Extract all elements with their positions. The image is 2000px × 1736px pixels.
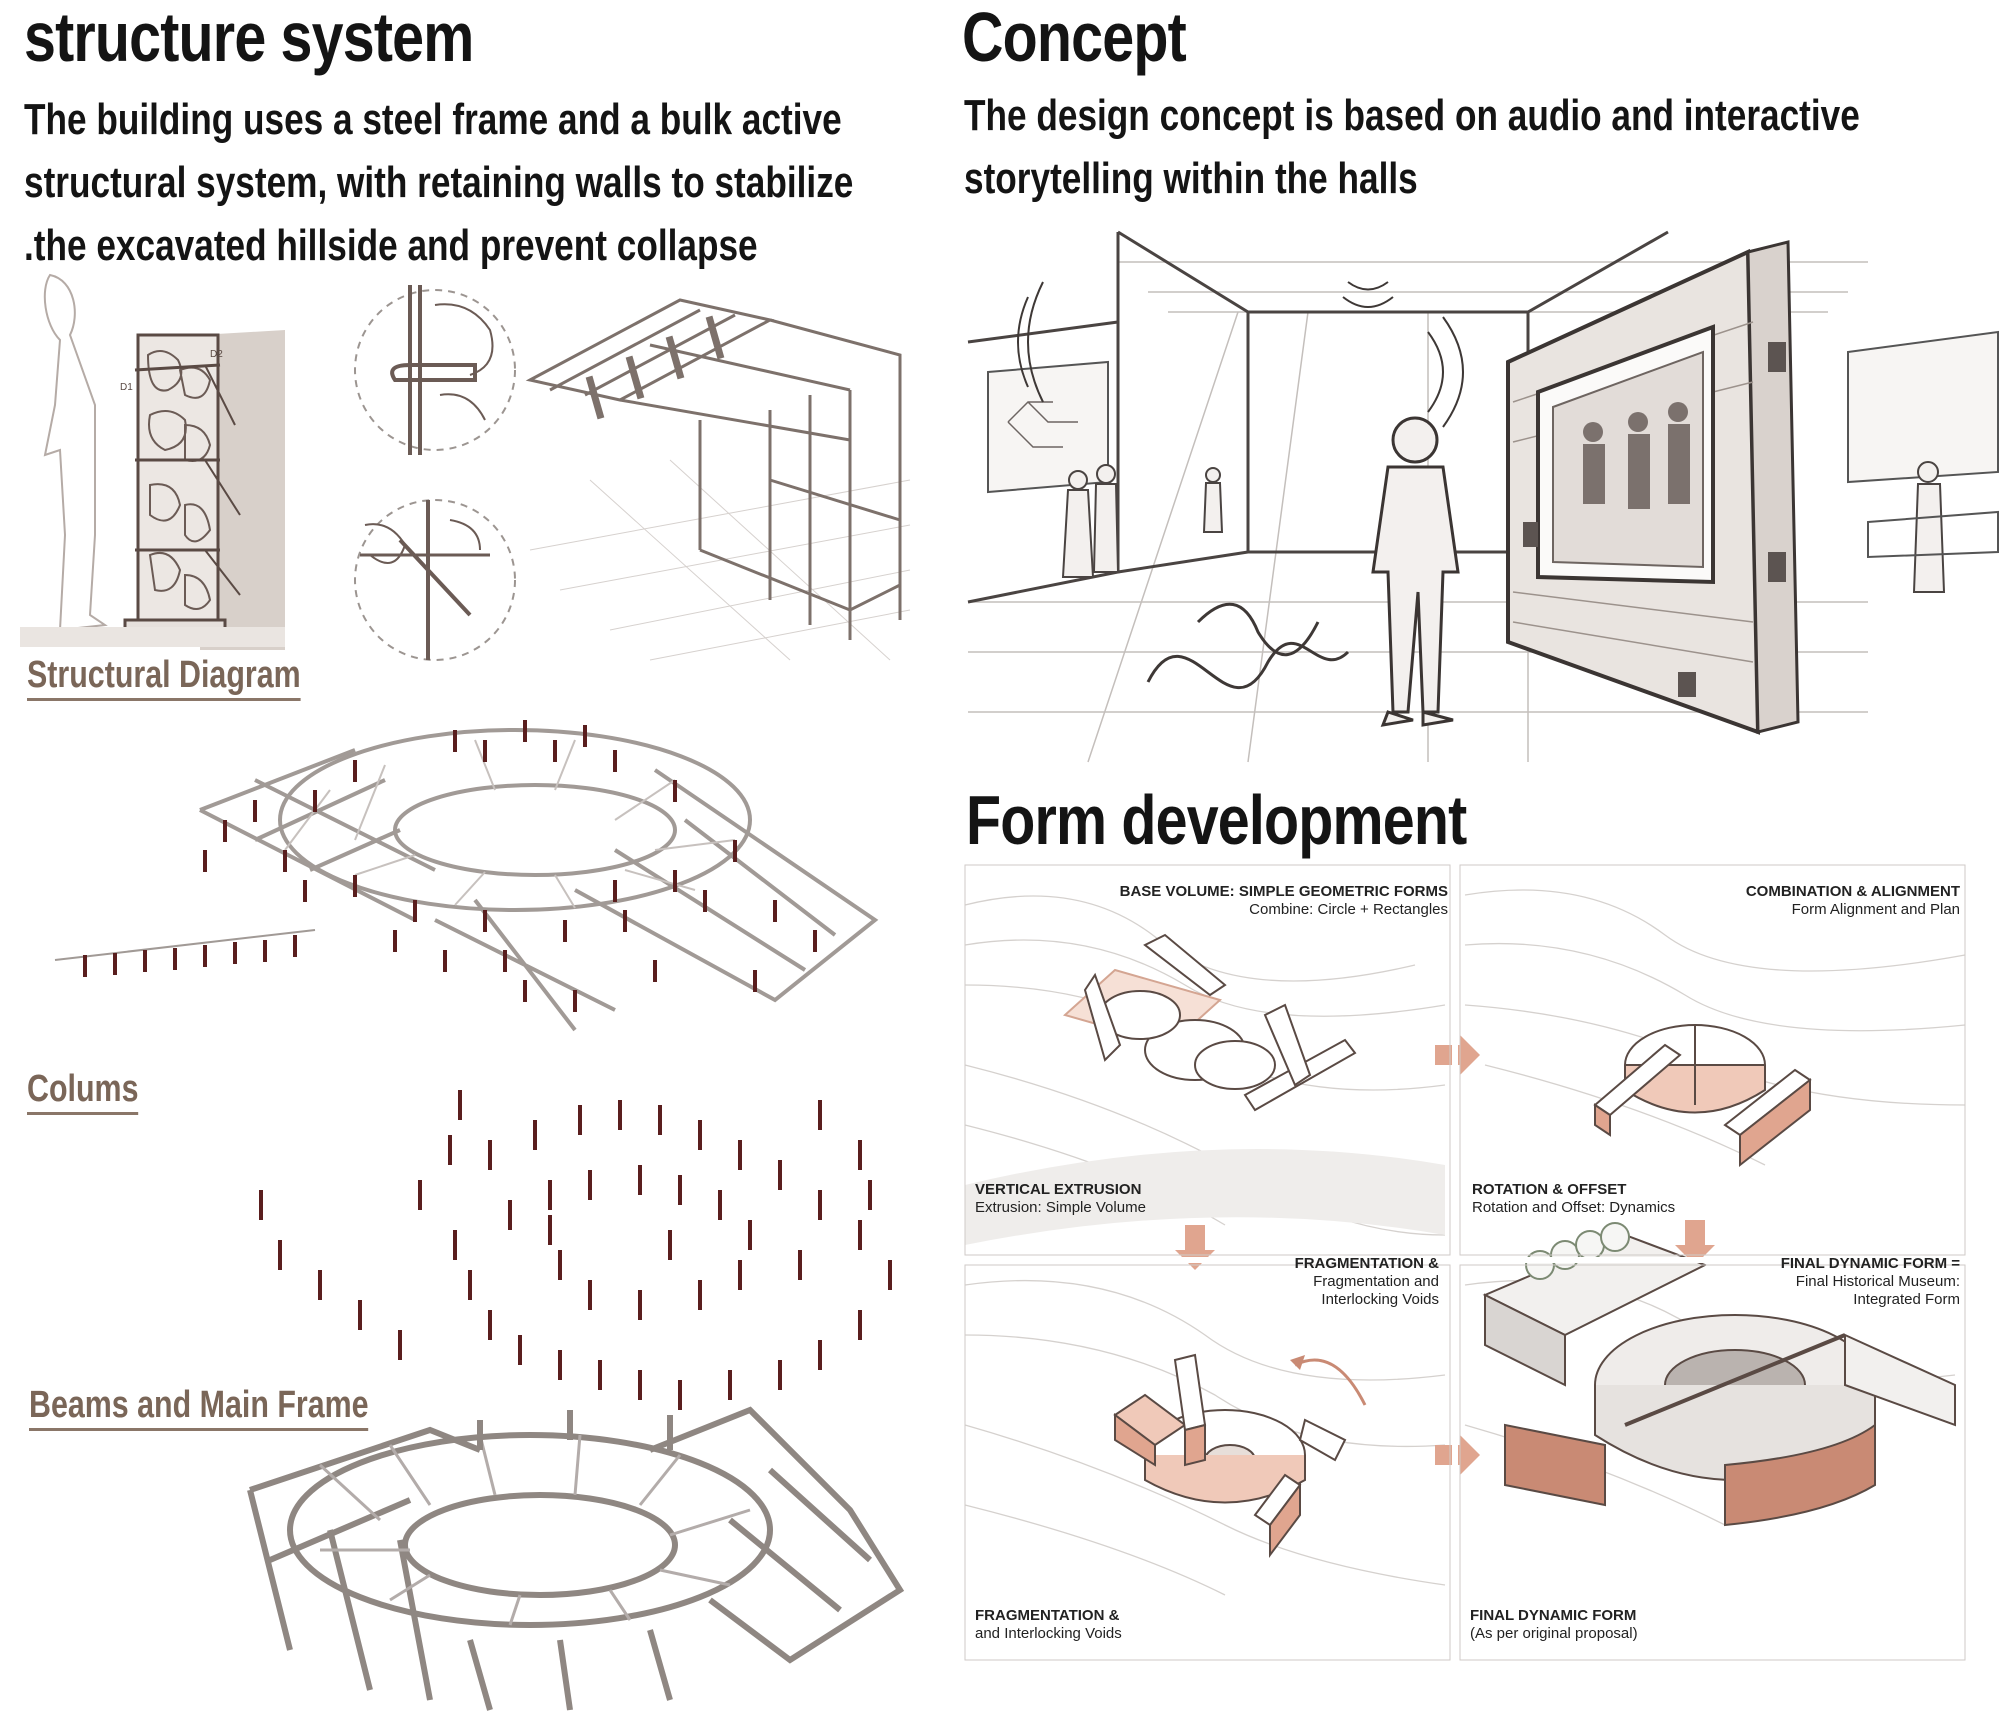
concept-line-1: The design concept is based on audio and… (964, 91, 1860, 140)
panel-base-volume-title: BASE VOLUME: SIMPLE GEOMETRIC FORMS (1119, 883, 1448, 900)
columns-diagram (259, 1090, 892, 1410)
connection-detail-circles (354, 285, 516, 661)
panel-combination-sub: Form Alignment and Plan (1791, 901, 1960, 918)
panel-final-form-sub1: Final Historical Museum: (1795, 1273, 1960, 1290)
concept-line-2: storytelling within the halls (964, 154, 1418, 203)
columns-label: Colums (27, 1070, 139, 1115)
structural-diagram-label: Structural Diagram (27, 656, 301, 701)
steel-wall-frame (525, 298, 911, 661)
detail-mark-d2: D2 (210, 349, 223, 360)
structure-line-3: .the excavated hillside and prevent coll… (24, 221, 758, 270)
panel-fragmentation-bottom-sub: and Interlocking Voids (975, 1625, 1122, 1642)
panel-extrusion-label: VERTICAL EXTRUSION Extrusion: Simple Vol… (975, 1181, 1146, 1217)
panel-combination-title: COMBINATION & ALIGNMENT (1745, 883, 1960, 900)
panel-final-form-title: FINAL DYNAMIC FORM = (1780, 1255, 1960, 1272)
structure-title: structure system (24, 0, 474, 76)
concept-hall-sketch (967, 230, 1999, 763)
concept-title: Concept (962, 0, 1187, 76)
detail-mark-d1: D1 (120, 382, 133, 393)
panel-final-form-sub2: Integrated Form (1853, 1291, 1960, 1308)
panel-fragmentation-label: FRAGMENTATION & Fragmentation and Interl… (1295, 1255, 1439, 1309)
beams-frame-diagram (247, 1406, 905, 1711)
structure-description: The building uses a steel frame and a bu… (24, 88, 853, 277)
panel-base-volume-label: BASE VOLUME: SIMPLE GEOMETRIC FORMS Comb… (1120, 883, 1448, 919)
panel-fragmentation-sub2: Interlocking Voids (1321, 1291, 1439, 1308)
form-development-panels (964, 864, 1966, 1661)
retaining-wall-section: D1 D2 (20, 273, 285, 650)
structure-line-1: The building uses a steel frame and a bu… (24, 95, 842, 144)
panel-final-form-label: FINAL DYNAMIC FORM = Final Historical Mu… (1781, 1255, 1960, 1309)
panel-final-bottom-sub: (As per original proposal) (1470, 1625, 1638, 1642)
panel-rotation-label: ROTATION & OFFSET Rotation and Offset: D… (1472, 1181, 1675, 1217)
panel-rotation-title: ROTATION & OFFSET (1472, 1181, 1627, 1198)
structural-frame-isometric (54, 720, 879, 1032)
panel-extrusion-title: VERTICAL EXTRUSION (975, 1181, 1142, 1198)
concept-description: The design concept is based on audio and… (964, 84, 1860, 210)
panel-extrusion-sub: Extrusion: Simple Volume (975, 1199, 1146, 1216)
panel-fragmentation-bottom-label: FRAGMENTATION & and Interlocking Voids (975, 1607, 1122, 1643)
form-development-title: Form development (966, 781, 1467, 859)
structure-line-2: structural system, with retaining walls … (24, 158, 854, 207)
panel-fragmentation-bottom-title: FRAGMENTATION & (975, 1607, 1120, 1624)
panel-final-bottom-label: FINAL DYNAMIC FORM (As per original prop… (1470, 1607, 1638, 1643)
panel-final-bottom-title: FINAL DYNAMIC FORM (1470, 1607, 1637, 1624)
panel-rotation-sub: Rotation and Offset: Dynamics (1472, 1199, 1676, 1216)
panel-fragmentation-sub1: Fragmentation and (1313, 1273, 1439, 1290)
beams-main-frame-label: Beams and Main Frame (29, 1386, 369, 1431)
panel-fragmentation-title: FRAGMENTATION & (1294, 1255, 1439, 1272)
panel-base-volume-sub: Combine: Circle + Rectangles (1249, 901, 1448, 918)
panel-combination-label: COMBINATION & ALIGNMENT Form Alignment a… (1746, 883, 1960, 919)
